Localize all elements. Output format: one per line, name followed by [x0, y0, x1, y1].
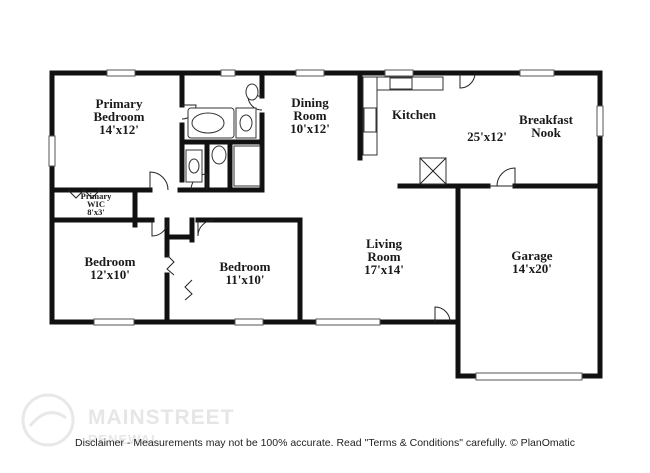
bifold-door — [184, 279, 193, 301]
sink — [188, 158, 200, 174]
door-swing — [151, 219, 169, 237]
door-swing — [434, 306, 451, 323]
window — [384, 69, 414, 77]
room-dimensions: 14'x20' — [512, 261, 552, 276]
room-label: Breakfast — [519, 112, 574, 127]
room-kitchen: Kitchen — [392, 107, 437, 122]
room-label: Dining — [291, 95, 329, 110]
door-swing — [488, 167, 516, 187]
window — [519, 69, 555, 77]
toilet — [245, 83, 259, 101]
watermark-brand-line2: RENEWAL — [88, 432, 160, 447]
shower — [233, 145, 261, 187]
room-label: Primary — [81, 191, 112, 201]
room-primary-bedroom: Primary Bedroom 14'x12' — [93, 96, 144, 137]
room-garage: Garage 14'x20' — [511, 248, 552, 276]
bathtub-basin — [191, 112, 225, 134]
window — [220, 69, 236, 77]
window — [48, 135, 56, 167]
room-dimensions: 12'x10' — [90, 267, 130, 282]
watermark-swirl-icon — [28, 411, 67, 427]
room-dimensions: 10'x12' — [290, 121, 330, 136]
door-swing — [197, 219, 215, 237]
room-primary-wic: Primary WIC 8'x3' — [81, 191, 112, 217]
room-label: Room — [367, 249, 400, 264]
door-swing — [149, 171, 169, 191]
watermark-circle-icon — [21, 393, 75, 447]
window — [106, 69, 136, 77]
room-label: Bedroom — [219, 259, 270, 274]
window — [234, 318, 264, 326]
window — [93, 318, 135, 326]
bifold-door — [67, 189, 101, 199]
room-dimensions: 17'x14' — [364, 262, 404, 277]
window — [315, 318, 381, 326]
kitchen-sink — [389, 77, 413, 90]
watermark-logo: MAINSTREET RENEWAL — [21, 393, 235, 447]
garage-door — [475, 372, 583, 381]
room-bedroom-left: Bedroom 12'x10' — [84, 254, 135, 282]
room-label: Bedroom — [84, 254, 135, 269]
room-dimensions: 8'x3' — [87, 207, 104, 217]
room-label: Kitchen — [392, 107, 437, 122]
room-dimensions: 14'x12' — [99, 122, 139, 137]
room-living-room: Living Room 17'x14' — [364, 236, 404, 277]
bifold-door — [166, 254, 175, 276]
door-swing — [459, 72, 476, 89]
room-dimensions: 25'x12' — [467, 129, 507, 144]
room-dining-room: Dining Room 10'x12' — [290, 95, 330, 136]
sink — [239, 114, 253, 132]
room-label: Room — [293, 108, 326, 123]
windows — [48, 69, 604, 381]
room-breakfast-nook: Breakfast Nook 25'x12' — [467, 112, 573, 144]
doors — [67, 72, 516, 323]
window — [596, 105, 604, 137]
room-label: Living — [366, 236, 403, 251]
room-bedroom-mid: Bedroom 11'x10' — [219, 259, 270, 287]
window — [295, 69, 325, 77]
disclaimer-text: Disclaimer - Measurements may not be 100… — [75, 437, 575, 449]
toilet — [211, 145, 227, 165]
room-dimensions: 11'x10' — [225, 272, 264, 287]
room-label: Primary — [96, 96, 143, 111]
stove — [363, 107, 377, 133]
watermark-brand-line1: MAINSTREET — [88, 406, 235, 429]
room-label: WIC — [87, 199, 105, 209]
room-label: Garage — [511, 248, 552, 263]
room-label: Nook — [531, 125, 561, 140]
fixtures — [185, 76, 447, 187]
room-label: Bedroom — [93, 109, 144, 124]
